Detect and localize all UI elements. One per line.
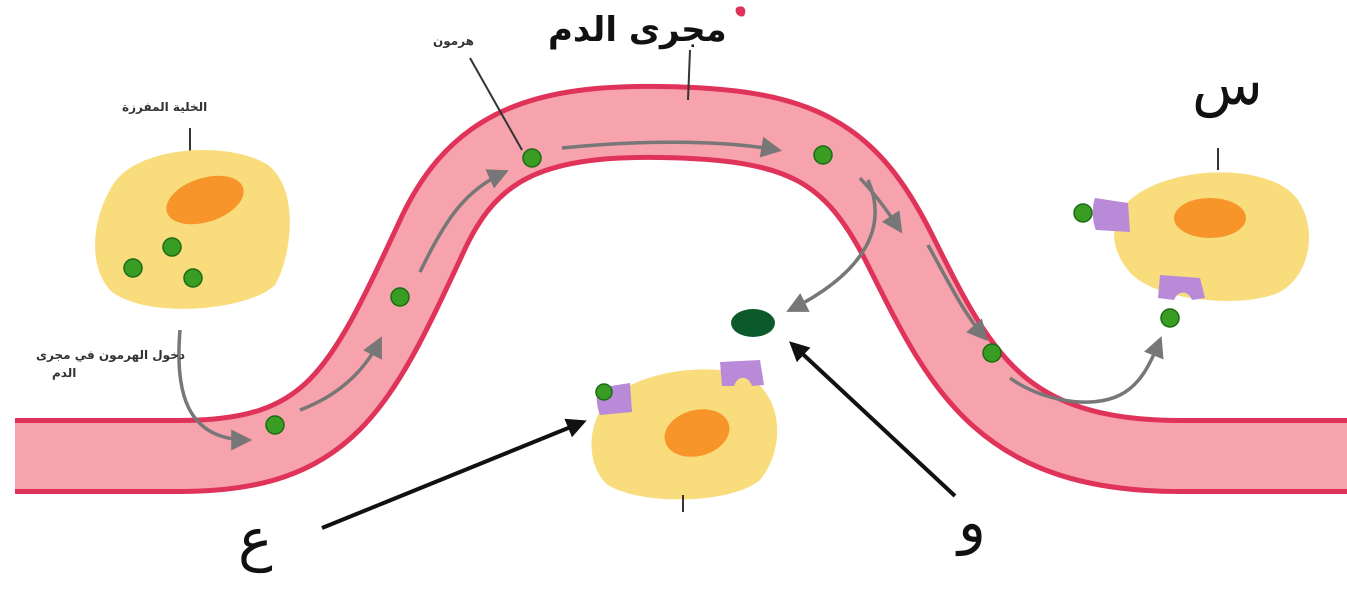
bloodstream-label: مجرى الدم [548,10,727,50]
target-cell-ain [592,360,778,512]
letter-s-label: س [1192,50,1263,118]
receptor-bound [1093,198,1130,232]
entry-label-line2: الدم [52,366,76,380]
hormone-label: هرمون [433,34,474,48]
pointer-ain [322,422,583,528]
hormone-granule [163,238,181,256]
secreting-cell-label: الخلية المفرزة [122,100,207,114]
title-accent-mark [736,6,746,16]
secreting-cell [95,128,290,309]
dark-hormone-waw [731,309,775,337]
hormone-dot [814,146,832,164]
letter-waw-label: و [958,488,986,556]
hormone-dot [983,344,1001,362]
approaching-hormone [1161,309,1179,327]
hormone-granule [124,259,142,277]
hormone-dot [266,416,284,434]
target-cell-s-nucleus [1174,198,1246,238]
hormone-dot [391,288,409,306]
entry-label-line1: دخول الهرمون في مجرى [36,348,185,362]
bound-hormone [596,384,612,400]
hormone-granule [184,269,202,287]
target-cell-s [1074,148,1309,327]
letter-ain-label: ع [238,505,273,573]
bound-hormone [1074,204,1092,222]
hormone-dot [523,149,541,167]
